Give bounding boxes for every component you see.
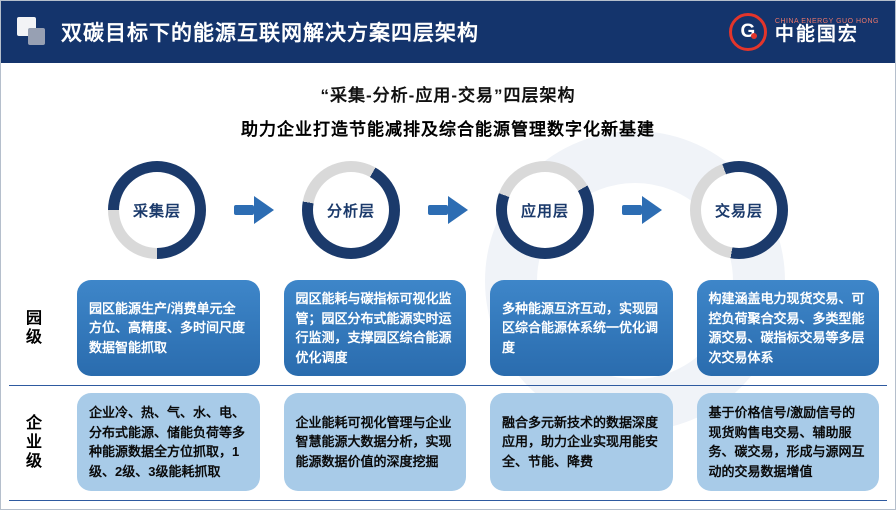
overlapping-squares-icon (15, 14, 49, 50)
layer-circle-application: 应用层 (496, 161, 594, 259)
architecture-subtitle: 助力企业打造节能减排及综合能源管理数字化新基建 (241, 120, 655, 139)
enterprise-cell-analysis: 企业能耗可视化管理与企业智慧能源大数据分析，实现能源数据价值的深度挖掘 (283, 393, 466, 491)
bands-section: 园级 园区能源生产/消费单元全方位、高精度、多时间尺度数据智能抓取 园区能耗与碳… (1, 276, 895, 501)
layer-circle-trading: 交易层 (690, 161, 788, 259)
company-logo: G CHINA ENERGY GUO HONG 中能国宏 (728, 13, 879, 51)
divider-line (9, 500, 887, 501)
park-cell-application: 多种能源互济互动，实现园区综合能源体系统一优化调度 (490, 280, 673, 376)
band-enterprise-level: 企业级 企业冷、热、气、水、电、分布式能源、储能负荷等多种能源数据全方位抓取，1… (1, 389, 895, 497)
park-cell-trading: 构建涵盖电力现货交易、可控负荷聚合交易、多类型能源交易、碳指标交易等多层次交易体… (696, 280, 879, 376)
park-cell-collection: 园区能源生产/消费单元全方位、高精度、多时间尺度数据智能抓取 (77, 280, 260, 376)
park-cell-analysis: 园区能耗与碳指标可视化监管；园区分布式能源实时运行监测，支撑园区综合能源优化调度 (283, 280, 466, 376)
company-name-en: CHINA ENERGY GUO HONG (774, 17, 879, 25)
layer-circle-analysis: 分析层 (302, 161, 400, 259)
band-label-enterprise: 企业级 (23, 413, 40, 471)
layer-circle-inner: 采集层 (119, 172, 195, 248)
enterprise-cell-application: 融合多元新技术的数据深度应用，助力企业实现用能安全、节能、降费 (490, 393, 673, 491)
company-logo-icon: G (728, 13, 767, 51)
architecture-title: “采集-分析-应用-交易”四层架构 (320, 86, 576, 105)
layer-circle-collection: 采集层 (108, 161, 206, 259)
header: 双碳目标下的能源互联网解决方案四层架构 G CHINA ENERGY GUO H… (1, 1, 895, 63)
square-icon-gray (28, 28, 45, 45)
layer-label: 分析层 (326, 202, 375, 220)
enterprise-cell-trading: 基于价格信号/激励信号的现货购售电交易、辅助服务、碳交易，形成与源网互动的交易数… (696, 393, 879, 491)
main-content: “采集-分析-应用-交易”四层架构 助力企业打造节能减排及综合能源管理数字化新基… (1, 81, 895, 501)
company-logo-text: CHINA ENERGY GUO HONG 中能国宏 (775, 18, 879, 47)
header-left: 双碳目标下的能源互联网解决方案四层架构 (15, 14, 479, 50)
band-label-park: 园级 (23, 309, 40, 347)
layer-circle-inner: 分析层 (313, 172, 389, 248)
layer-circle-inner: 交易层 (701, 172, 777, 248)
band-park-level: 园级 园区能源生产/消费单元全方位、高精度、多时间尺度数据智能抓取 园区能耗与碳… (1, 276, 895, 382)
right-arrow-icon (620, 196, 664, 224)
company-name-cn: 中能国宏 (774, 24, 859, 46)
layer-circle-inner: 应用层 (507, 172, 583, 248)
right-arrow-icon (426, 196, 470, 224)
right-arrow-icon (232, 196, 276, 224)
page-title: 双碳目标下的能源互联网解决方案四层架构 (61, 22, 479, 45)
enterprise-cell-collection: 企业冷、热、气、水、电、分布式能源、储能负荷等多种能源数据全方位抓取，1级、2级… (77, 393, 260, 491)
layer-label: 交易层 (714, 202, 763, 220)
layer-label: 采集层 (132, 202, 181, 220)
layers-row: 采集层 分析层 应用层 交易层 (1, 154, 895, 266)
divider-line (9, 385, 887, 386)
layer-label: 应用层 (520, 202, 569, 220)
